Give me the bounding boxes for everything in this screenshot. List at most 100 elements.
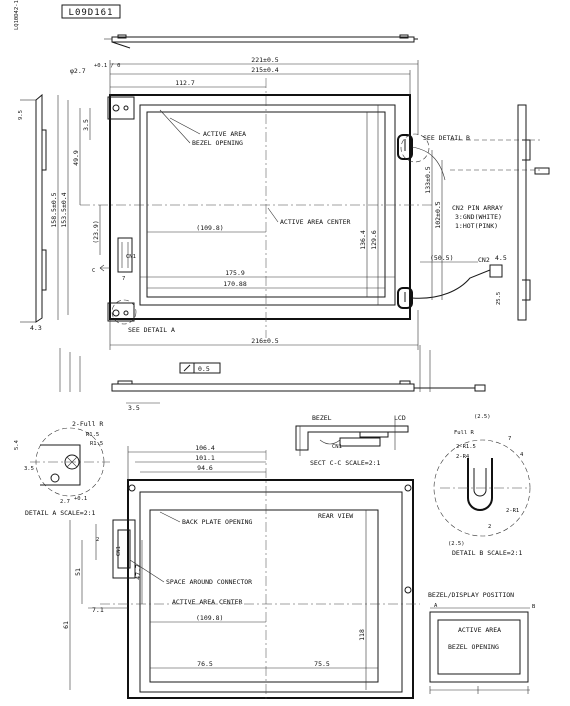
rear-title: REAR VIEW — [318, 512, 353, 520]
outer-frame — [109, 94, 411, 320]
section-cc-cn1: CN1 — [332, 444, 342, 450]
dim-cn2-1: (50.5) — [430, 254, 453, 262]
mount-hole-tl — [112, 104, 120, 112]
left-dimensions: 158.5±0.5 153.5±0.4 49.9 3.5 (23.9) 7 4.… — [30, 95, 125, 332]
bottom-elevation: 0.5 3.5 — [59, 345, 486, 412]
right-elevation — [450, 104, 550, 321]
rear-frame — [127, 479, 414, 699]
rear-label-back-plate: BACK PLATE OPENING — [182, 518, 253, 526]
dim-left-h2: 49.9 — [72, 150, 80, 166]
dim-area-width-2: 170.88 — [223, 280, 247, 288]
dim-side-h: 9.5 — [18, 110, 24, 120]
bezel-position: BEZEL/DISPLAY POSITION A B ACTIVE AREA B… — [428, 591, 536, 694]
dim-left-h5: (23.9) — [92, 220, 100, 243]
label-cn1-top: CN1 — [126, 254, 136, 260]
dim-bot: 3.5 — [128, 404, 140, 412]
detail-b-r2: 2-R4 — [456, 454, 470, 460]
front-view: C — [80, 78, 503, 338]
label-cn2-pin-hot: 1:HOT(PINK) — [455, 222, 498, 230]
dim-left-h1: 3.5 — [82, 119, 90, 131]
detail-a-title: DETAIL A SCALE=2:1 — [25, 509, 96, 517]
dim-left-h3: 158.5±0.5 — [50, 192, 58, 227]
dim-flat: 0.5 — [198, 365, 210, 373]
rear-cn1-area — [112, 519, 136, 579]
dim-bezel-width: 215±0.4 — [251, 66, 278, 74]
rear-view: 106.4 101.1 94.6 REAR VIEW BACK PLATE OP… — [62, 444, 420, 700]
label-see-detail-a: SEE DETAIL A — [128, 326, 175, 334]
label-cn2: CN2 — [478, 256, 490, 264]
rear-dim-bot2: 75.5 — [314, 660, 330, 668]
dim-right-h2: 129.6 — [370, 230, 378, 250]
dim-right-h4: 102±0.5 — [434, 201, 442, 228]
dim-hole: φ2.7 — [70, 67, 86, 75]
back-plate-opening-rect — [149, 509, 379, 683]
detail-b-full-r: Full R — [454, 430, 475, 436]
rear-dim-h2: 51 — [74, 568, 82, 576]
bezel-pos-mark-b: B — [532, 604, 536, 610]
rear-dim-l1: 7.1 — [92, 606, 104, 614]
mount-hole-bl — [112, 309, 120, 317]
detail-a-r2: R1.5 — [90, 441, 103, 447]
bezel-pos-title: BEZEL/DISPLAY POSITION — [428, 591, 514, 599]
detail-b: Full R (2.5) 2-R1.5 2-R4 2-R1 (2.5) 2 7 … — [433, 414, 531, 557]
dim-cn2-2: 4.5 — [495, 254, 507, 262]
dim-cn2-3: 25.5 — [496, 292, 502, 305]
label-bezel-opening: BEZEL OPENING — [192, 139, 243, 147]
section-mark-c: C — [92, 268, 95, 274]
detail-b-d3: 2 — [488, 524, 491, 530]
dim-right-h3: 133±0.5 — [424, 166, 432, 193]
rear-dim-w3: 94.6 — [197, 464, 213, 472]
mounting-tab-tl — [107, 96, 135, 120]
side-note: LQ10D42-1 — [14, 0, 20, 30]
detail-b-d4: 7 — [508, 436, 511, 442]
section-cc: BEZEL LCD CN1 SECT C-C SCALE=2:1 — [295, 414, 409, 467]
detail-a-r1: R1.5 — [86, 432, 99, 438]
label-active-area-center: ACTIVE AREA CENTER — [280, 218, 351, 226]
mounting-tab-bl — [107, 302, 135, 322]
detail-a-d2: +0.1 — [74, 496, 87, 502]
label-active-area: ACTIVE AREA — [203, 130, 246, 138]
dim-overall-width: 221±0.5 — [251, 56, 278, 64]
dim-left-h7: 4.3 — [30, 324, 42, 332]
section-cc-lcd: LCD — [394, 414, 406, 422]
section-cc-title: SECT C-C SCALE=2:1 — [310, 459, 381, 467]
dim-left-to-area: (109.8) — [196, 224, 223, 232]
detail-b-d1: (2.5) — [474, 414, 491, 420]
drawing-id-box — [61, 4, 121, 19]
label-cn2-pin-array: CN2 PIN ARRAY — [452, 204, 503, 212]
left-elevation: 9.5 — [18, 93, 47, 323]
detail-a-circle — [111, 299, 137, 325]
detail-a-full-r: 2-Full R — [72, 420, 103, 428]
top-elevation — [104, 34, 418, 49]
detail-b-circle — [400, 133, 430, 163]
detail-a-d4: 3.5 — [24, 466, 34, 472]
rear-dim-l2: 2 — [96, 537, 99, 543]
detail-a: 2-Full R R1.5 R1.5 5.4 2.7 +0.1 3.5 DETA… — [14, 420, 110, 517]
label-cn2-pin-gnd: 3:GND(WHITE) — [455, 213, 502, 221]
drawing-id: L09D161 — [69, 8, 114, 18]
dim-bottom-width: 216±0.5 — [251, 337, 278, 345]
rear-label-space-connector: SPACE AROUND CONNECTOR — [166, 578, 252, 586]
bezel-pos-active-area: ACTIVE AREA — [458, 626, 501, 634]
detail-a-d1: 2.7 — [60, 499, 70, 505]
detail-b-d2: (2.5) — [448, 541, 465, 547]
dim-hole-tol: +0.1 / 0 — [94, 63, 121, 69]
rear-dim-w2: 101.1 — [195, 454, 215, 462]
top-dimensions: 221±0.5 215±0.4 112.7 φ2.7 +0.1 / 0 — [70, 56, 419, 135]
bezel-pos-mark-a: A — [434, 603, 438, 609]
cn2-connector — [489, 264, 503, 278]
rear-label-active-center: ACTIVE AREA CENTER — [172, 598, 243, 606]
cn1-connector — [117, 237, 133, 273]
right-dimensions: 136.4 129.6 102±0.5 133±0.5 — [359, 105, 443, 305]
detail-b-r3: 2-R1 — [506, 508, 519, 514]
detail-a-d3: 5.4 — [14, 439, 20, 450]
rear-dim-bot1: 76.5 — [197, 660, 213, 668]
dim-left-h6: 7 — [122, 276, 125, 282]
detail-b-title: DETAIL B SCALE=2:1 — [452, 549, 523, 557]
label-see-detail-b: SEE DETAIL B — [423, 134, 470, 142]
rear-dim-w1: 106.4 — [195, 444, 215, 452]
dim-area-width-1: 175.9 — [225, 269, 245, 277]
dim-left-h4: 153.5±0.4 — [60, 192, 68, 227]
